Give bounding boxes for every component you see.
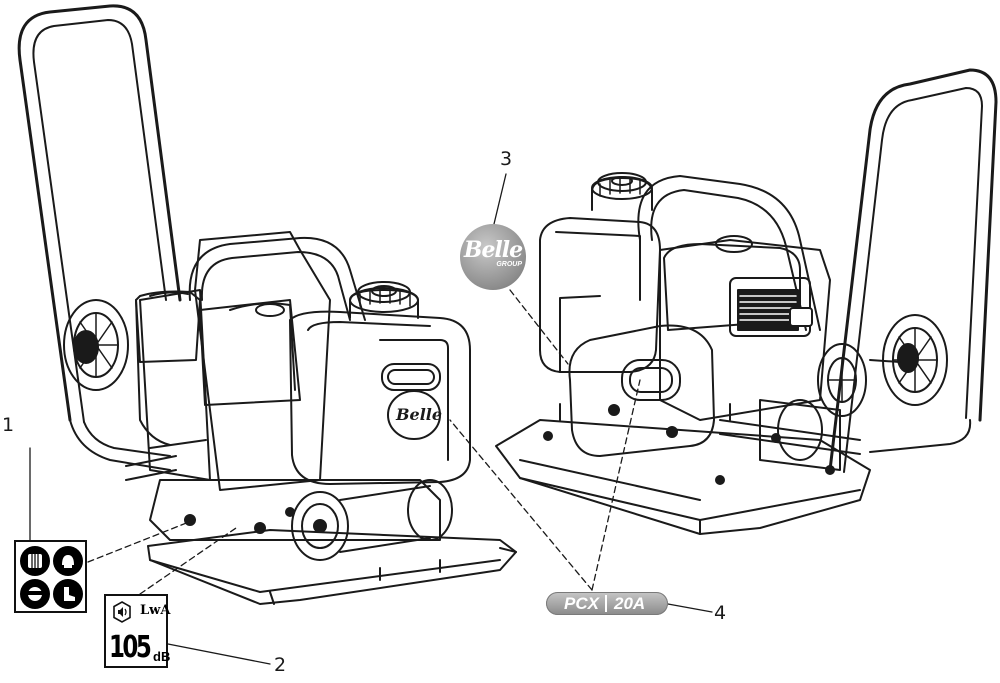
noise-value: 105 (109, 630, 152, 665)
left-compactor: Belle (17, 4, 517, 605)
svg-text:Belle: Belle (395, 405, 442, 424)
belle-logo-badge: Belle GROUP (460, 224, 526, 290)
model-series: PCX (564, 594, 599, 613)
safety-boots-icon (53, 579, 83, 609)
belle-group-text: GROUP (496, 261, 522, 268)
ppe-decal (14, 540, 87, 613)
leader-lines (29, 173, 713, 665)
belle-brand-text: Belle (463, 237, 523, 263)
head-protection-icon (53, 546, 83, 576)
callout-1: 1 (2, 414, 15, 436)
right-compactor (495, 68, 998, 535)
callout-2: 2 (274, 654, 287, 676)
ear-protection-icon (20, 546, 50, 576)
callout-4: 4 (714, 602, 727, 624)
model-number: 20A (614, 594, 646, 613)
noise-lwa-label: LwA (140, 603, 171, 618)
model-decal: PCX 20A (546, 592, 668, 615)
noise-level-decal: LwA 105 dB (104, 594, 171, 668)
callout-3: 3 (500, 148, 513, 170)
eye-protection-icon (20, 579, 50, 609)
sound-power-icon (113, 601, 131, 623)
noise-unit: dB (153, 649, 171, 664)
model-separator (605, 595, 607, 612)
